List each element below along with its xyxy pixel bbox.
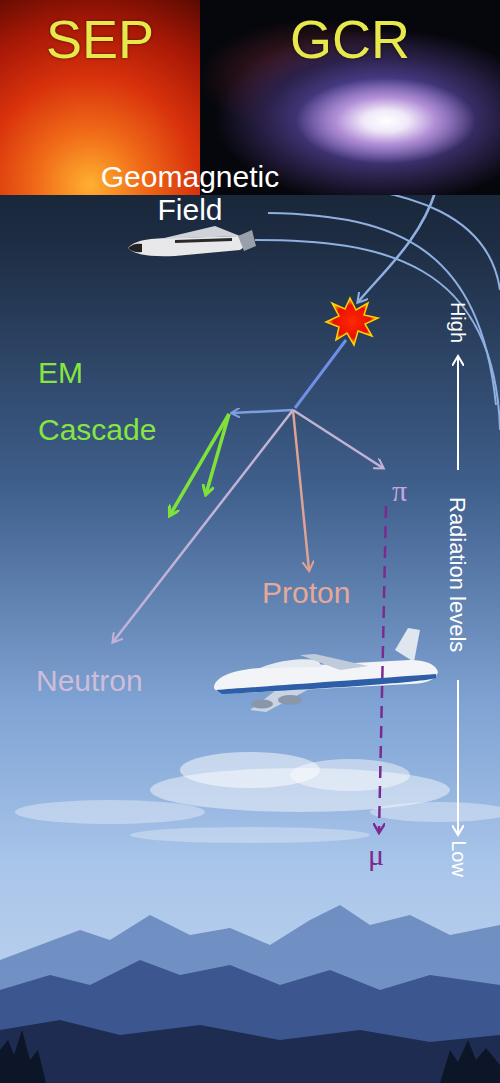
trees [0,1030,500,1083]
muon-decay-arrow [379,506,386,832]
particle-symbol: π [392,474,407,509]
space-shuttle [128,226,256,256]
particle-label: Neutron [36,664,143,699]
source-title: SEP [0,10,200,69]
level-label: High [446,301,469,342]
level-label: Low [446,840,469,877]
field-label: Geomagnetic Field [85,160,295,226]
proton-arrow [293,410,309,570]
field-lines [255,183,500,430]
primary-track [295,340,346,408]
high-arrow [457,357,459,470]
near-hills [0,1020,500,1083]
far-mountains [0,905,500,1083]
cosmic-ray-arrow [358,190,436,302]
pion-arrow [293,410,383,468]
em-cascade-arrow [170,414,229,515]
low-arrow [457,680,459,834]
clouds [15,752,500,843]
em-track [232,410,293,413]
cascade-label: EM Cascade [38,344,178,458]
particle-symbol: μ [368,838,384,873]
particle-label: Proton [262,576,350,611]
source-title: GCR [200,10,500,69]
airplane [214,628,438,712]
mid-mountains [0,960,500,1083]
axis-label: Radiation levels [445,497,470,652]
collision-burst [326,298,378,345]
em-cascade-arrow [206,414,229,494]
